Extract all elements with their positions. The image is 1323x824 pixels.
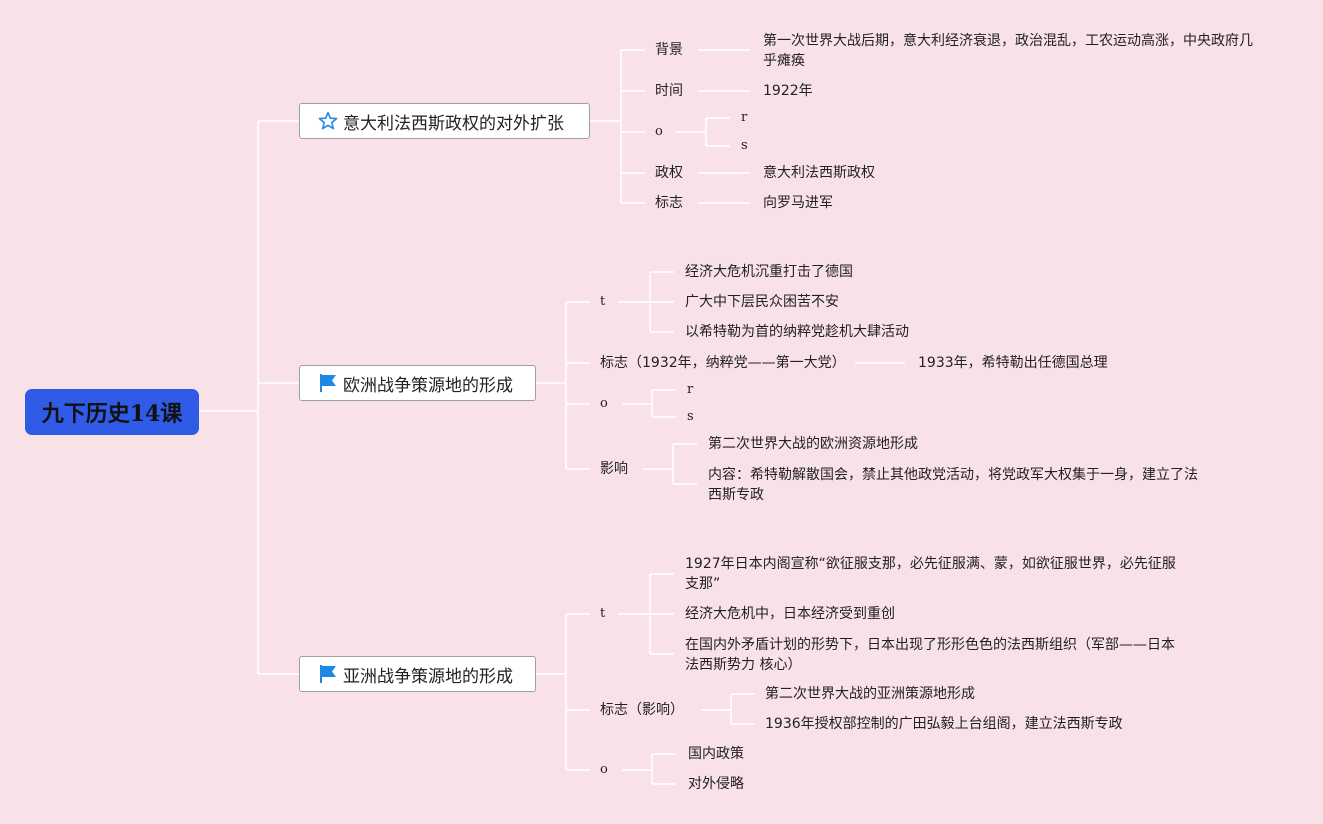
node-leaf[interactable]: 内容：希特勒解散国会，禁止其他政党活动，将党政军大权集于一身，建立了法西斯专政 <box>708 467 1198 503</box>
root-topic[interactable]: 九下历史14课 <box>25 389 199 435</box>
node-label[interactable]: 标志（影响） <box>600 702 684 718</box>
node-leaf[interactable]: 1936年授权部控制的广田弘毅上台组阁，建立法西斯专政 <box>765 716 1123 732</box>
node-leaf[interactable]: r <box>687 382 694 397</box>
node-label[interactable]: 政权 <box>655 165 683 181</box>
node-leaf[interactable]: s <box>687 409 694 424</box>
node-label[interactable]: 影响 <box>600 461 628 477</box>
root-topic-label: 九下历史14课 <box>41 401 183 427</box>
branch-label: 亚洲战争策源地的形成 <box>343 666 513 687</box>
node-label[interactable]: 时间 <box>655 83 683 99</box>
node-leaf[interactable]: 对外侵略 <box>688 776 744 792</box>
branch-europe-war-source[interactable]: 欧洲战争策源地的形成 <box>299 365 536 401</box>
flag-icon <box>320 665 336 683</box>
node-leaf[interactable]: 1927年日本内阁宣称“欲征服支那，必先征服满、蒙，如欲征服世界，必先征服支那” <box>685 556 1176 592</box>
node-detail[interactable]: 意大利法西斯政权 <box>763 165 875 181</box>
flag-icon <box>320 374 336 392</box>
node-label[interactable]: 标志（1932年，纳粹党——第一大党） <box>600 355 846 371</box>
node-label[interactable]: o <box>600 396 608 411</box>
branch-asia-war-source[interactable]: 亚洲战争策源地的形成 <box>299 656 536 692</box>
node-leaf[interactable]: r <box>741 110 748 125</box>
node-label[interactable]: t <box>600 606 606 621</box>
node-leaf[interactable]: 在国内外矛盾计划的形势下，日本出现了形形色色的法西斯组织（军部——日本法西斯势力… <box>685 637 1175 673</box>
branch-label: 欧洲战争策源地的形成 <box>343 375 513 396</box>
node-detail[interactable]: 1922年 <box>763 83 813 99</box>
node-leaf[interactable]: 经济大危机中，日本经济受到重创 <box>685 606 895 622</box>
node-label[interactable]: o <box>600 762 608 777</box>
node-label[interactable]: 背景 <box>655 42 683 58</box>
node-leaf[interactable]: 第二次世界大战的欧洲资源地形成 <box>708 436 918 452</box>
branch-label: 意大利法西斯政权的对外扩张 <box>343 113 564 134</box>
node-detail[interactable]: 向罗马进军 <box>763 195 833 211</box>
node-leaf[interactable]: 国内政策 <box>688 746 744 762</box>
star-icon <box>318 111 338 130</box>
node-leaf[interactable]: 广大中下层民众困苦不安 <box>685 294 839 310</box>
node-label[interactable]: o <box>655 124 663 139</box>
node-leaf[interactable]: 以希特勒为首的纳粹党趁机大肆活动 <box>685 324 909 340</box>
node-leaf[interactable]: 经济大危机沉重打击了德国 <box>685 264 853 280</box>
node-leaf[interactable]: 第二次世界大战的亚洲策源地形成 <box>765 686 975 702</box>
node-label[interactable]: t <box>600 294 606 309</box>
branch-italy-fascism[interactable]: 意大利法西斯政权的对外扩张 <box>299 103 590 139</box>
node-leaf[interactable]: s <box>741 138 748 153</box>
node-detail[interactable]: 1933年，希特勒出任德国总理 <box>918 355 1108 371</box>
node-label[interactable]: 标志 <box>655 195 683 211</box>
node-detail[interactable]: 第一次世界大战后期，意大利经济衰退，政治混乱，工农运动高涨，中央政府几乎瘫痪 <box>763 33 1253 69</box>
